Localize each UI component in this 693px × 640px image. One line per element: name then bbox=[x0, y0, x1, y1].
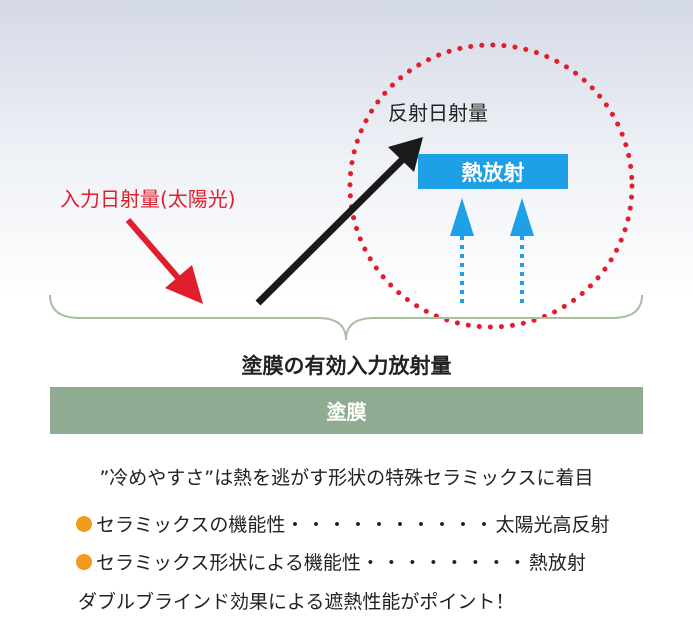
reflected-radiation-label: 反射日射量 bbox=[388, 101, 488, 125]
incident-arrow bbox=[125, 218, 203, 304]
effective-radiation-label: 塗膜の有効入力放射量 bbox=[241, 354, 452, 378]
bullet-leader: ・・・・・・・・ bbox=[360, 552, 529, 574]
reflected-arrow bbox=[255, 137, 423, 306]
headline-text: ”冷めやすさ”は熱を逃がす形状の特殊セラミックスに着目 bbox=[99, 467, 594, 489]
bullet-right-text: 熱放射 bbox=[528, 552, 586, 574]
bullet-right-text: 太陽光高反射 bbox=[495, 514, 610, 536]
heat-radiation-box: 熱放射 bbox=[418, 154, 568, 189]
heat-arrow-right bbox=[510, 198, 534, 303]
bullet-dot-icon bbox=[76, 553, 92, 570]
effective-bracket bbox=[49, 294, 643, 341]
coating-film-bar: 塗膜 bbox=[50, 387, 643, 434]
bullet-left-text: セラミックス形状による機能性 bbox=[96, 552, 361, 574]
incident-radiation-label: 入力日射量(太陽光) bbox=[60, 187, 236, 211]
bullet-left-text: セラミックスの機能性 bbox=[96, 514, 286, 536]
footer-text: ダブルブラインド効果による遮熱性能がポイント！ bbox=[78, 591, 515, 613]
bullet-item: セラミックス形状による機能性 ・・・・・・・・ 熱放射 bbox=[76, 548, 586, 575]
bullet-item: セラミックスの機能性 ・・・・・・・・・・ 太陽光高反射 bbox=[76, 510, 609, 537]
bullet-dot-icon bbox=[76, 515, 92, 532]
highlight-circle bbox=[347, 42, 635, 330]
heat-arrow-left bbox=[450, 198, 474, 303]
bullet-leader: ・・・・・・・・・・ bbox=[285, 514, 496, 536]
